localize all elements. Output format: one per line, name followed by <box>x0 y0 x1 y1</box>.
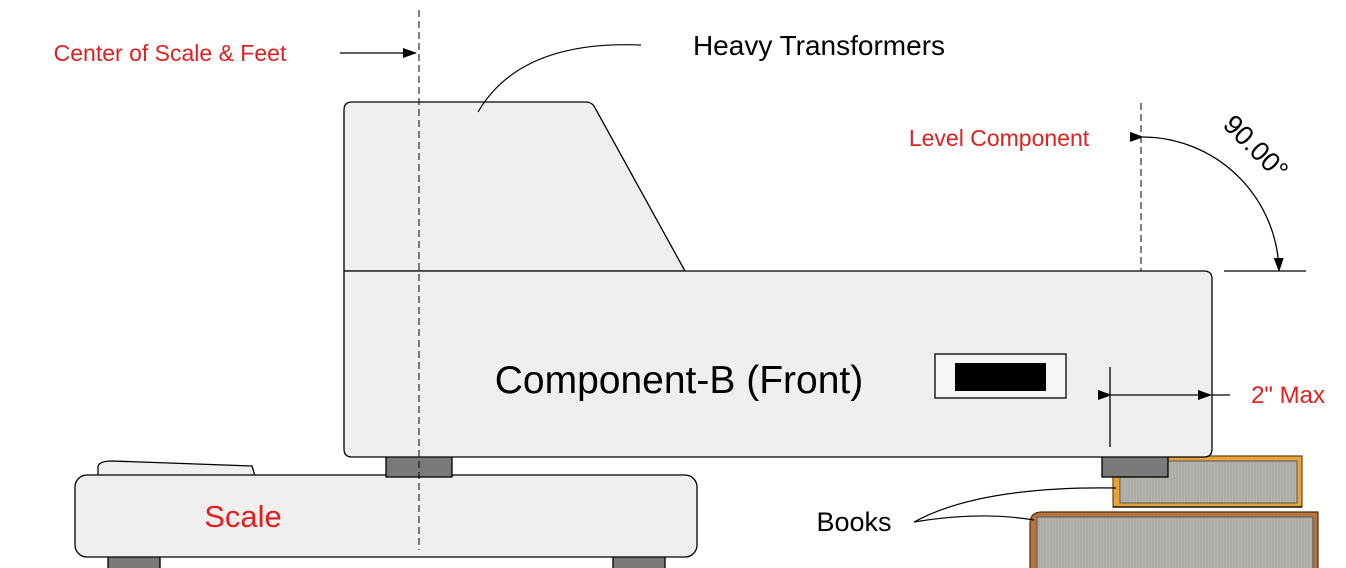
component-top-section <box>343 101 687 272</box>
heavy-transformers-leader <box>477 44 642 113</box>
max-distance-label: 2" Max <box>1251 382 1325 409</box>
scale-foot-left <box>107 555 161 568</box>
scale: Scale <box>74 460 698 568</box>
books-label: Books <box>816 507 891 537</box>
books-leader-bottom <box>913 515 1035 523</box>
books-leader-top <box>913 487 1117 523</box>
component-main-body <box>343 270 1213 458</box>
scale-foot-right <box>612 555 666 568</box>
angle-label: 90.00° <box>1217 109 1294 186</box>
scale-display-bump <box>97 460 256 477</box>
component-label: Component-B (Front) <box>495 359 863 402</box>
heavy-transformers-label: Heavy Transformers <box>693 30 945 61</box>
component-foot-right <box>1101 454 1169 478</box>
display-screen <box>955 363 1046 391</box>
angle-arc <box>1129 131 1284 272</box>
books: Books <box>816 455 1319 568</box>
level-component-label: Level Component <box>909 125 1090 151</box>
component-b: Component-B (Front) <box>343 101 1213 458</box>
book-bottom-pages <box>1036 516 1314 568</box>
scale-body <box>74 474 698 558</box>
center-of-scale-label: Center of Scale & Feet <box>54 40 287 66</box>
scale-label: Scale <box>204 499 282 534</box>
book-top-pages <box>1119 460 1298 504</box>
